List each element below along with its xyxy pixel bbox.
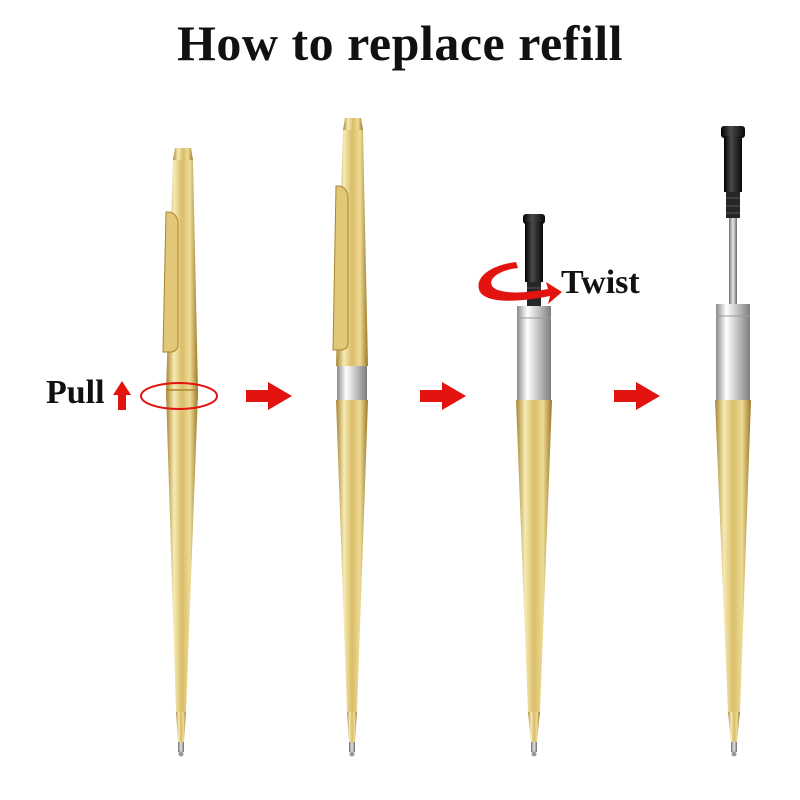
right-arrow-icon (420, 382, 466, 410)
twist-label: Twist (561, 264, 640, 301)
up-arrow-icon (113, 381, 131, 410)
pen-assembled (162, 148, 198, 757)
pen-pulled (332, 118, 368, 757)
right-arrow-icon (246, 382, 292, 410)
pull-ring-highlight (140, 382, 218, 410)
twist-arrow-icon (478, 262, 562, 304)
page-title: How to replace refill (176, 15, 624, 71)
right-arrow-icon (614, 382, 660, 410)
pull-label: Pull (46, 374, 105, 411)
pen-refill-removed (715, 126, 751, 757)
pen-twist (516, 214, 552, 757)
